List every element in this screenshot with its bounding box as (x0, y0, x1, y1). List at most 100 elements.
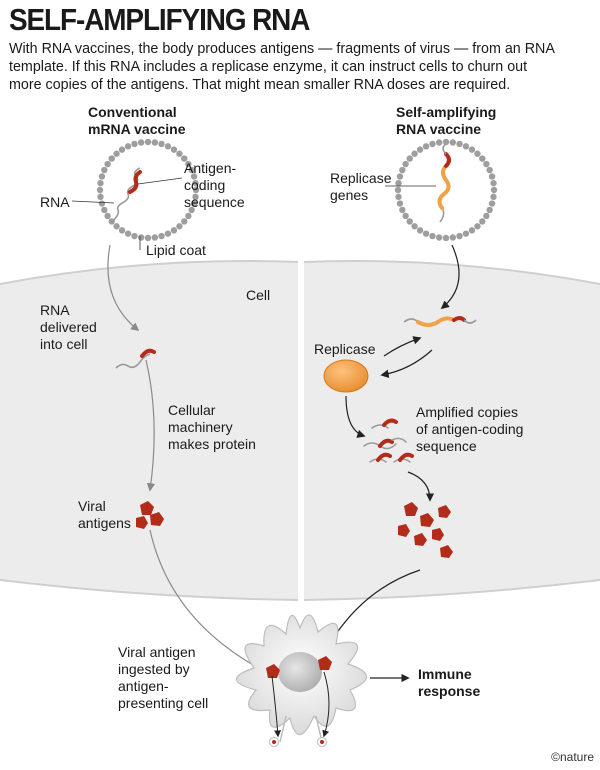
lipid-bead (176, 150, 183, 157)
lipid-bead (429, 140, 436, 148)
lipid-bead (144, 234, 152, 242)
lipid-bead (192, 193, 199, 201)
nature-credit: ©nature (551, 750, 594, 764)
lipid-bead (488, 200, 496, 207)
lipid-bead (124, 230, 132, 237)
lipid-bead (422, 230, 430, 237)
lipid-bead (151, 139, 159, 146)
antigen-coding-label: Antigen- coding sequence (184, 160, 245, 210)
lipid-bead (108, 155, 115, 162)
lipid-bead (468, 146, 476, 153)
lipid-bead (96, 186, 104, 194)
lipid-bead (181, 218, 188, 225)
lipid-bead (483, 160, 490, 168)
rna-label: RNA (40, 194, 70, 210)
lipid-bead (131, 140, 138, 148)
lipid-bead (101, 206, 108, 214)
lipid-bead (399, 206, 406, 214)
self-amplifying-heading: Self-amplifying RNA vaccine (396, 104, 497, 137)
lipid-bead (406, 155, 413, 162)
lipid-bead (490, 193, 497, 201)
lipid-bead (188, 206, 195, 214)
host-cell (0, 259, 600, 601)
replicase-genes-label: Replicase genes (330, 170, 392, 203)
lipid-bead (442, 138, 450, 146)
lipid-coat-left (96, 138, 200, 242)
lipid-bead (416, 146, 424, 153)
lipid-bead (118, 227, 126, 234)
lipid-bead (449, 139, 457, 146)
intro-line: template. If this RNA includes a replica… (9, 59, 528, 75)
lipid-bead (422, 143, 430, 150)
label-leaders (71, 177, 436, 250)
rna-in-cell-left (115, 348, 156, 369)
rna-delivered-label: RNA delivered into cell (40, 302, 97, 352)
lipid-bead (97, 179, 104, 187)
lipid-bead (449, 234, 457, 241)
lipid-bead (158, 232, 165, 240)
lipid-bead (170, 146, 178, 153)
lipid-bead (104, 160, 111, 168)
lipid-bead (192, 179, 199, 187)
lipid-bead (486, 166, 493, 174)
lipid-bead (490, 186, 498, 194)
intro-line: more copies of the antigens. That might … (9, 77, 511, 93)
lipid-bead (113, 223, 120, 230)
cellular-machinery-label: Cellular machinery makes protein (168, 402, 256, 452)
left-pathway-arrows (107, 244, 264, 671)
lipid-bead (98, 200, 106, 207)
lipid-bead (456, 140, 463, 148)
lipid-bead (490, 179, 497, 187)
lipid-bead (396, 200, 404, 207)
lipid-bead (185, 212, 192, 220)
self-amplifying-vaccine-particle (394, 138, 498, 242)
lipid-coat-right (394, 138, 498, 242)
intro-line: With RNA vaccines, the body produces ant… (9, 41, 555, 57)
lipid-bead (144, 138, 152, 146)
lipid-bead (137, 139, 145, 146)
lipid-bead (429, 232, 436, 240)
lipid-bead (176, 223, 183, 230)
lipid-bead (164, 230, 172, 237)
lipid-bead (394, 186, 402, 194)
viral-antigens-left (136, 501, 164, 529)
lipid-bead (185, 160, 192, 168)
cell-label: Cell (246, 287, 271, 303)
lipid-bead (402, 160, 409, 168)
immune-response-label: Immune response (418, 666, 481, 699)
lipid-bead (402, 212, 409, 220)
lipid-bead (411, 150, 418, 157)
lipid-bead (416, 227, 424, 234)
lipid-bead (435, 139, 443, 146)
lipid-bead (98, 173, 106, 180)
lipid-bead (113, 150, 120, 157)
lipid-bead (151, 234, 159, 241)
lipid-bead (137, 234, 145, 241)
intro-text: With RNA vaccines, the body produces ant… (9, 40, 595, 94)
lipid-bead (406, 218, 413, 225)
lipid-bead (479, 155, 486, 162)
headline: SELF-AMPLIFYING RNA (9, 2, 310, 37)
lipid-bead (188, 166, 195, 174)
lipid-bead (396, 173, 404, 180)
lipid-bead (192, 186, 200, 194)
replicase-label: Replicase (314, 341, 376, 357)
lipid-coat-label: Lipid coat (146, 242, 206, 258)
lipid-bead (435, 234, 443, 241)
rna-in-cell-right (403, 316, 477, 327)
lipid-bead (399, 166, 406, 174)
lipid-bead (170, 227, 178, 234)
lipid-bead (118, 146, 126, 153)
lipid-bead (164, 143, 172, 150)
lipid-bead (486, 206, 493, 214)
lipid-bead (190, 200, 198, 207)
conventional-heading: Conventional mRNA vaccine (88, 104, 186, 137)
lipid-bead (474, 150, 481, 157)
lipid-bead (474, 223, 481, 230)
lipid-bead (158, 140, 165, 148)
lipid-bead (462, 230, 470, 237)
lipid-bead (101, 166, 108, 174)
antigen-presenting-cell (235, 614, 368, 747)
lipid-bead (456, 232, 463, 240)
